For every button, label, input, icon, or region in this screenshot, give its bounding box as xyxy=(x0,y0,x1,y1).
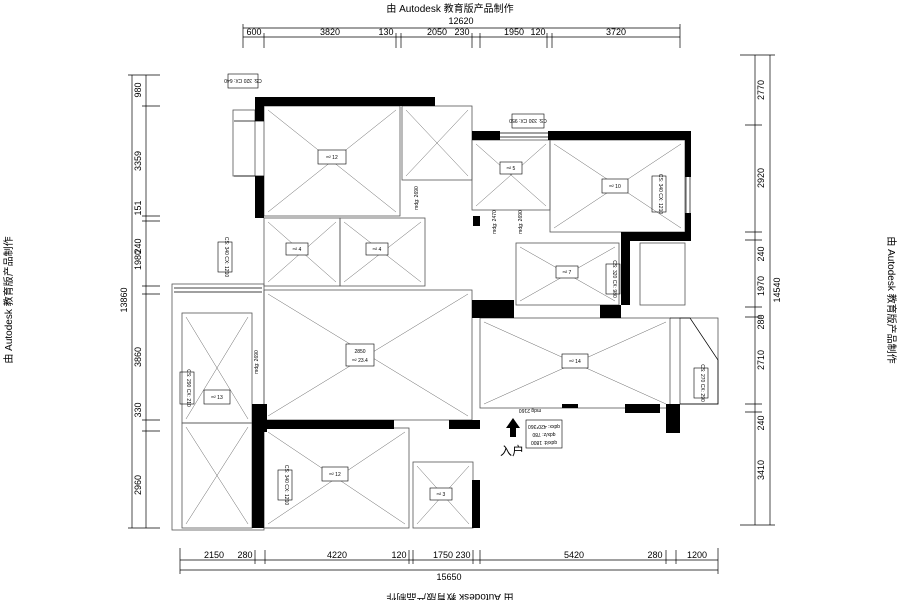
svg-text:qdx/d: 1800: qdx/d: 1800 xyxy=(531,439,557,445)
top-dim-7: 120 xyxy=(530,27,545,37)
right-total-dim: 14540 xyxy=(772,277,782,302)
bottom-dim-1: 2150 xyxy=(204,550,224,560)
window-tag-west-small: CS: 340 CX: 1210 xyxy=(217,237,233,278)
bottom-dim-7: 5420 xyxy=(564,550,584,560)
room-label-dining: ᵐ² 14 xyxy=(561,353,589,369)
bottom-dim-2: 280 xyxy=(237,550,252,560)
left-dimension-chain xyxy=(128,74,160,529)
left-dim-1: 980 xyxy=(133,82,143,97)
svg-text:CS: 320 CX: 640: CS: 320 CX: 640 xyxy=(224,77,262,83)
entry-info-box: qdxx: 420*360 qdx/z: 780 qdx/d: 1800 xyxy=(525,419,563,449)
window-symbols xyxy=(174,120,719,405)
svg-text:CS: 270 CX: 290: CS: 270 CX: 290 xyxy=(699,364,705,402)
room-label-bedroom-top: ᵐ² 12 xyxy=(317,149,347,165)
room-label-storage: ᵐ² 5 xyxy=(499,161,523,175)
window-tag-east-bay: CS: 270 CX: 290 xyxy=(693,364,709,402)
bottom-dim-4: 120 xyxy=(391,550,406,560)
window-tag-west-balcony: CS: 290 CX: 210 xyxy=(179,369,195,407)
right-dim-7: 240 xyxy=(756,415,766,430)
bottom-dim-3: 4220 xyxy=(327,550,347,560)
bottom-dim-9: 1200 xyxy=(687,550,707,560)
svg-text:CS: 340 CX: 1210: CS: 340 CX: 1210 xyxy=(223,237,229,278)
top-dim-6: 1950 xyxy=(504,27,524,37)
svg-text:ᵐ² 12: ᵐ² 12 xyxy=(329,472,341,478)
top-dim-5: 230 xyxy=(454,27,469,37)
room-label-living: 2850 ᵐ² 23.4 xyxy=(345,343,375,367)
left-dim-6: 3860 xyxy=(133,347,143,367)
watermark-top: 由 Autodesk 教育版产品制作 xyxy=(386,2,513,15)
svg-text:ᵐ² 5: ᵐ² 5 xyxy=(507,166,516,172)
top-dim-1: 600 xyxy=(246,27,261,37)
svg-text:CS: 330 CX: 950: CS: 330 CX: 950 xyxy=(509,117,547,123)
top-total-dim: 12620 xyxy=(448,16,473,26)
right-dim-8: 3410 xyxy=(756,460,766,480)
door-label-4: mdg: 2690 xyxy=(254,350,260,374)
bottom-dim-5: 1750 xyxy=(433,550,453,560)
left-dim-4: 1980 xyxy=(133,250,143,270)
right-dim-2: 2920 xyxy=(756,168,766,188)
room-label-bedroom-east: ᵐ² 10 xyxy=(601,178,629,194)
bottom-dimension-chain xyxy=(179,548,719,574)
window-tag-kitchen-top: CS: 330 CX: 950 xyxy=(509,113,547,129)
top-dim-3: 130 xyxy=(378,27,393,37)
top-dim-2: 3820 xyxy=(320,27,340,37)
right-dim-1: 2770 xyxy=(756,80,766,100)
svg-text:ᵐ² 23.4: ᵐ² 23.4 xyxy=(352,358,368,364)
door-label-3: mdg: 2690 xyxy=(518,210,524,234)
watermark-bottom: 由 Autodesk 教育版产品制作 xyxy=(386,591,513,600)
window-tag-top-bedroom: CS: 320 CX: 640 xyxy=(224,73,262,89)
room-label-balcony-west: ᵐ² 13 xyxy=(203,389,231,405)
left-dim-7: 330 xyxy=(133,402,143,417)
top-dimension-chain xyxy=(242,24,681,48)
svg-text:ᵐ² 13: ᵐ² 13 xyxy=(211,395,223,401)
top-dim-8: 3720 xyxy=(606,27,626,37)
door-label-2: mdg: 2470 xyxy=(492,210,498,234)
left-total-dim: 13860 xyxy=(119,287,129,312)
room-label-bath: ᵐ² 3 xyxy=(429,487,453,501)
room-label-bedroom-south: ᵐ² 12 xyxy=(321,466,349,482)
entrance-arrow-icon xyxy=(506,418,520,437)
svg-text:ᵐ² 12: ᵐ² 12 xyxy=(326,155,338,161)
right-dim-4: 1970 xyxy=(756,276,766,296)
left-dim-3: 151 xyxy=(133,200,143,215)
room-label-c: ᵐ² 7 xyxy=(555,265,579,279)
svg-text:ᵐ² 4: ᵐ² 4 xyxy=(293,247,302,253)
svg-text:CS: 320 CX: 980: CS: 320 CX: 980 xyxy=(611,260,617,298)
svg-text:CS: 340 CX: 1210: CS: 340 CX: 1210 xyxy=(657,174,663,215)
svg-text:ᵐ² 10: ᵐ² 10 xyxy=(609,184,621,190)
right-dimension-chain xyxy=(740,54,775,526)
svg-text:CS: 290 CX: 210: CS: 290 CX: 210 xyxy=(185,369,191,407)
window-tag-east-room: CS: 320 CX: 980 xyxy=(605,260,621,298)
left-dim-8: 2960 xyxy=(133,475,143,495)
window-tag-east-bedroom: CS: 340 CX: 1210 xyxy=(651,174,667,215)
left-dim-2: 3359 xyxy=(133,151,143,171)
right-dim-5: 280 xyxy=(756,314,766,329)
svg-text:qdx/z: 780: qdx/z: 780 xyxy=(532,431,555,437)
svg-text:2850: 2850 xyxy=(354,349,365,355)
watermark-left: 由 Autodesk 教育版产品制作 xyxy=(2,236,15,363)
thick-walls xyxy=(252,97,691,528)
left-dim-5: 240 xyxy=(133,238,143,253)
entrance-label: 入户 xyxy=(500,443,524,458)
right-dim-3: 240 xyxy=(756,246,766,261)
svg-text:ᵐ² 4: ᵐ² 4 xyxy=(373,247,382,253)
right-dim-6: 2710 xyxy=(756,350,766,370)
door-label-1: mdg: 2690 xyxy=(414,186,420,210)
room-label-a: ᵐ² 4 xyxy=(285,242,309,256)
bottom-dim-8: 280 xyxy=(647,550,662,560)
svg-text:ᵐ² 3: ᵐ² 3 xyxy=(437,492,446,498)
bottom-total-dim: 15650 xyxy=(436,572,461,582)
top-dim-4: 2050 xyxy=(427,27,447,37)
svg-text:CS: 340 CX: 1210: CS: 340 CX: 1210 xyxy=(283,465,289,506)
window-tag-south-bedroom: CS: 340 CX: 1210 xyxy=(277,465,293,506)
bottom-dim-6: 230 xyxy=(455,550,470,560)
svg-text:ᵐ² 7: ᵐ² 7 xyxy=(563,270,572,276)
entry-door-label: mdg 2160 xyxy=(519,407,541,413)
room-label-b: ᵐ² 4 xyxy=(365,242,389,256)
svg-text:qdxx: 420*360: qdxx: 420*360 xyxy=(528,423,560,429)
watermark-right: 由 Autodesk 教育版产品制作 xyxy=(885,236,898,363)
svg-text:ᵐ² 14: ᵐ² 14 xyxy=(569,359,581,365)
